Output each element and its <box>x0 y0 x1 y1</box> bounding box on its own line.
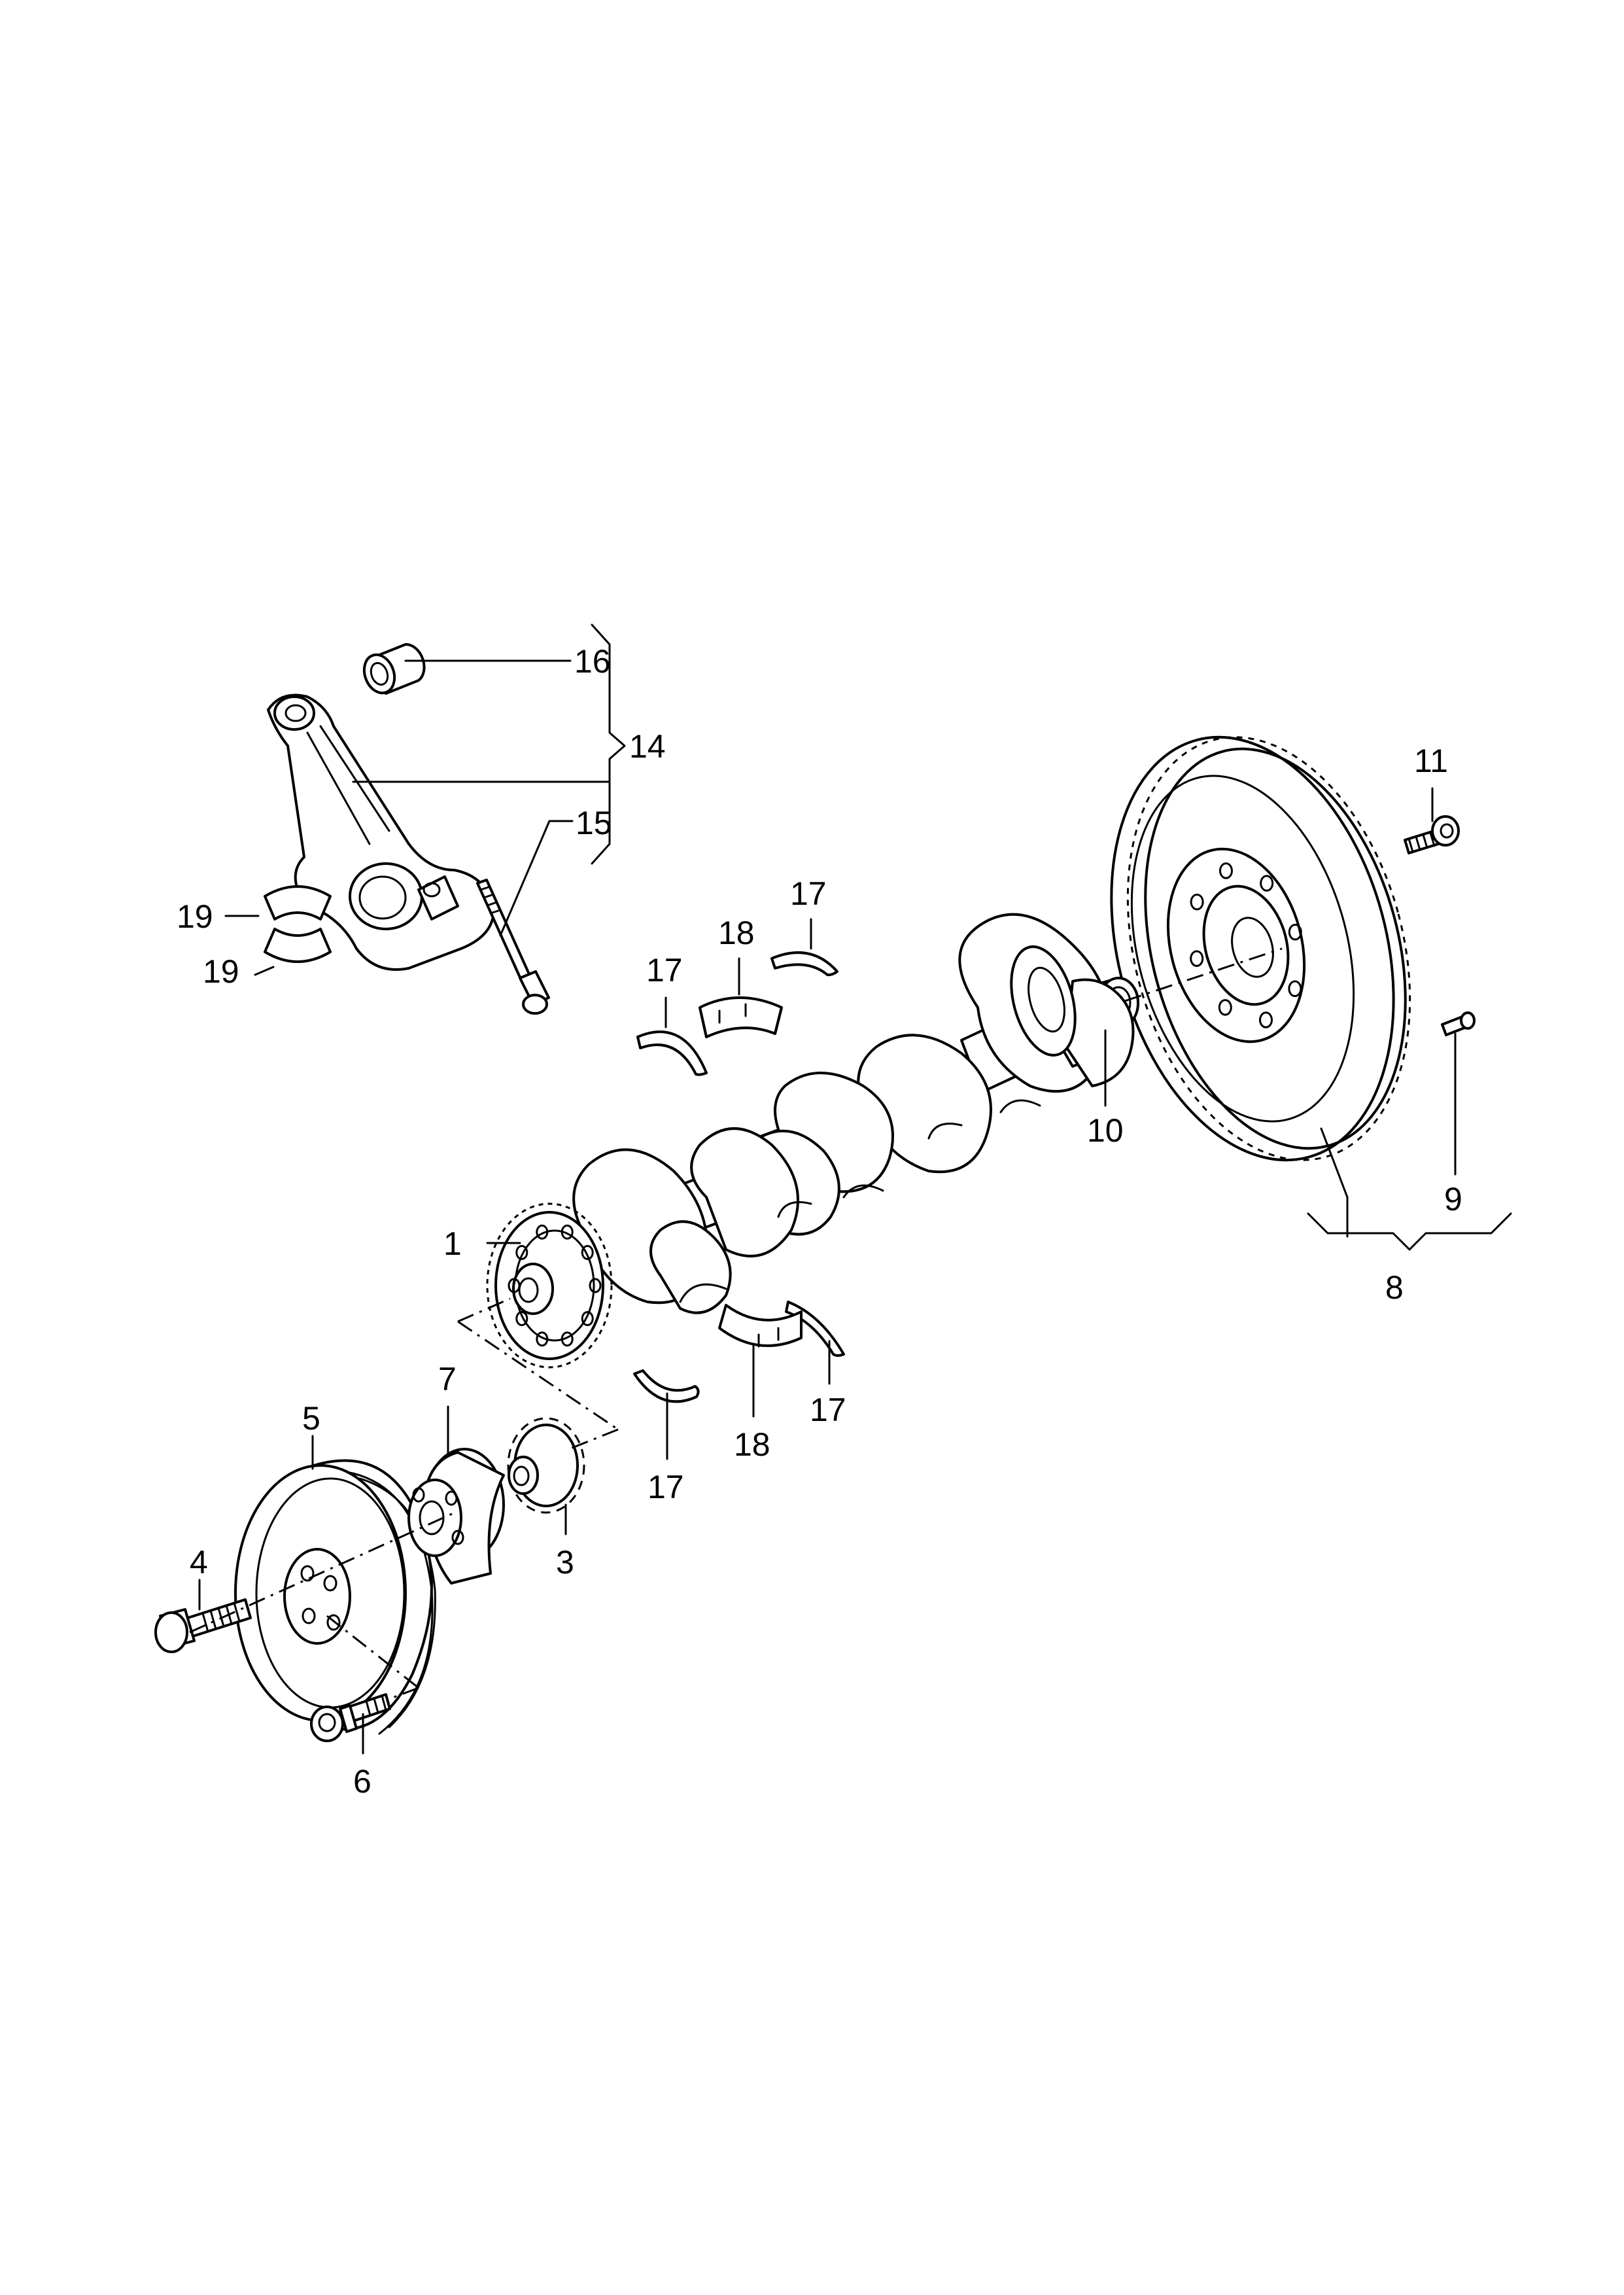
callout-16: 16 <box>574 643 611 680</box>
callout-4: 4 <box>190 1544 208 1581</box>
callout-15: 15 <box>576 805 612 841</box>
callout-17-bottom-right: 17 <box>810 1392 846 1428</box>
timing-gear <box>507 1417 585 1514</box>
callout-11: 11 <box>1414 743 1448 779</box>
main-bearing-shell <box>699 996 803 1348</box>
flywheel-bolt <box>1404 815 1460 854</box>
callout-labels: 16 14 15 19 19 17 18 17 11 10 9 8 1 17 1… <box>177 643 1462 1800</box>
callout-14: 14 <box>629 728 666 765</box>
leader-lines <box>198 623 1512 1755</box>
crankshaft <box>572 913 1135 1314</box>
flywheel-ring-gear <box>1126 736 1411 1161</box>
flywheel <box>1110 735 1411 1162</box>
connecting-rod-bolt <box>476 879 550 1015</box>
callout-5: 5 <box>302 1400 320 1437</box>
hub <box>407 1448 505 1585</box>
callout-17-bottom-left: 17 <box>648 1469 684 1505</box>
small-end-bushing <box>362 642 426 695</box>
hub-bolt <box>310 1693 391 1742</box>
callout-7: 7 <box>438 1361 457 1397</box>
centerlines <box>189 947 1283 1699</box>
callout-3: 3 <box>556 1544 574 1581</box>
callout-8: 8 <box>1385 1269 1404 1306</box>
crankshaft-gear <box>486 1202 613 1369</box>
callout-10: 10 <box>1087 1112 1124 1149</box>
connecting-rod <box>267 693 495 971</box>
callout-1: 1 <box>443 1225 462 1262</box>
callout-6: 6 <box>353 1763 371 1800</box>
callout-18-bottom: 18 <box>734 1426 770 1463</box>
callout-19-lower: 19 <box>203 953 239 990</box>
callout-9: 9 <box>1444 1181 1462 1218</box>
callout-17-top-left: 17 <box>646 952 683 989</box>
rod-bearing-shell <box>264 885 332 963</box>
callout-18-top: 18 <box>718 915 755 951</box>
callout-19-upper: 19 <box>177 898 213 935</box>
dowel-pin <box>1441 1011 1476 1036</box>
callout-17-top-right: 17 <box>790 875 827 912</box>
